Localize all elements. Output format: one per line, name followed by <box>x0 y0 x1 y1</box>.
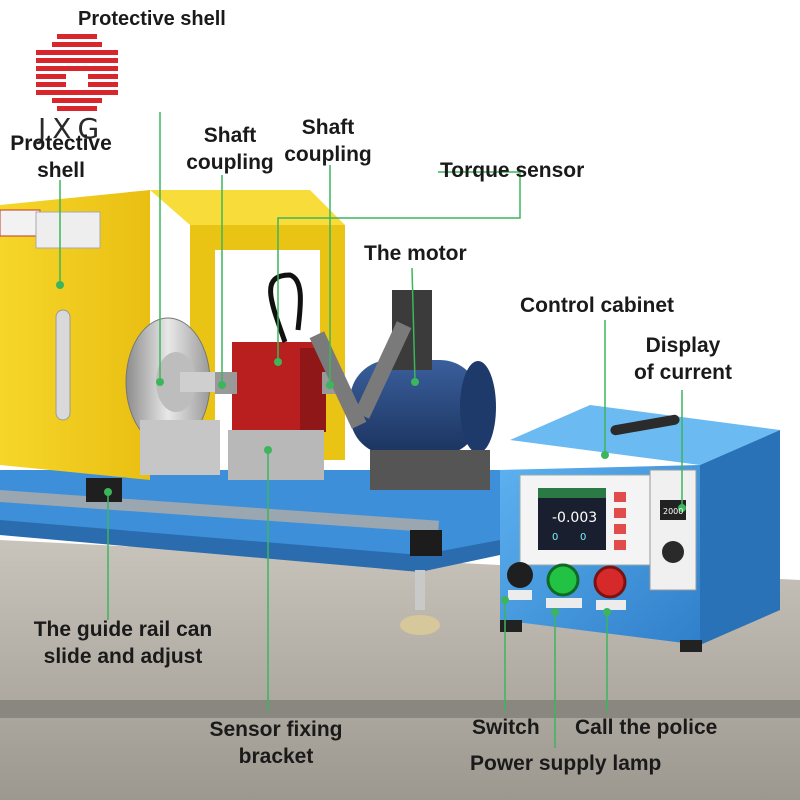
sensor-fixing-bracket <box>228 430 324 480</box>
label-guide-rail: The guide rail can slide and adjust <box>18 616 228 670</box>
base-plate-edge <box>0 520 500 572</box>
label-line: Sensor fixing <box>209 718 343 741</box>
switch-label <box>508 590 532 600</box>
label-torque-sensor: Torque sensor <box>440 159 585 182</box>
label-line: coupling <box>284 143 372 166</box>
leveling-foot-stem <box>415 570 425 610</box>
alarm-light <box>593 565 627 599</box>
label-shaft-coupling-1: Shaft coupling <box>182 122 278 176</box>
label-protective-shell-top: Protective shell <box>78 8 226 30</box>
cabinet-foot-right <box>680 640 702 652</box>
label-power-supply-lamp: Power supply lamp <box>470 752 662 775</box>
label-control-cabinet: Control cabinet <box>520 294 675 317</box>
motor-clamp-arm-2 <box>354 321 412 419</box>
shaft-coupling-left <box>215 372 237 394</box>
label-line: of current <box>633 361 732 384</box>
rail-clamp <box>86 478 122 502</box>
panel-button-4 <box>614 540 626 550</box>
label-display-of-current: Display of current <box>618 332 748 386</box>
panel-button-1 <box>614 492 626 502</box>
rail-end-block <box>410 530 442 556</box>
label-switch: Switch <box>472 716 540 739</box>
label-line: bracket <box>238 745 314 768</box>
label-line: Shaft <box>301 116 355 139</box>
motor-clamp-arm-1 <box>309 331 367 429</box>
label-the-motor: The motor <box>364 242 467 265</box>
label-sensor-bracket: Sensor fixing bracket <box>196 716 356 770</box>
brake-hub <box>156 352 196 412</box>
label-line: The guide rail can <box>33 618 213 641</box>
label-line: slide and adjust <box>43 645 203 668</box>
protective-shell-top <box>150 190 345 225</box>
logo-text: JXG <box>38 112 106 145</box>
cabinet-foot-left <box>500 620 522 632</box>
label-line: coupling <box>186 151 274 174</box>
floor-slot <box>0 700 800 718</box>
alarm-label <box>596 600 626 610</box>
leader-dots <box>56 281 686 616</box>
display-readout-2: 0 <box>552 532 558 543</box>
motor-base <box>370 450 490 490</box>
spec-label <box>35 211 101 249</box>
label-protective-shell-left: Protective shell <box>6 130 116 184</box>
jxg-logo <box>36 34 118 111</box>
shell-handle <box>55 309 71 421</box>
cabinet-handle <box>610 414 680 436</box>
brake-mount <box>140 420 220 475</box>
label-shaft-coupling-2: Shaft coupling <box>280 114 376 168</box>
power-supply-lamp <box>546 563 580 597</box>
display-readout: -0.003 <box>552 510 597 526</box>
sensor-cable <box>268 272 303 343</box>
leveling-foot-pad <box>400 615 440 635</box>
current-screen-readout: 2000 <box>663 507 683 516</box>
current-display-panel <box>649 469 697 591</box>
warning-label <box>0 209 41 237</box>
digital-display-screen <box>538 488 606 550</box>
leader-lines <box>59 112 683 748</box>
display-readout-3: 0 <box>580 532 586 543</box>
panel-button-2 <box>614 508 626 518</box>
power-lamp-label <box>546 598 582 608</box>
label-line: Display <box>645 334 721 357</box>
label-line: shell <box>37 159 85 182</box>
label-line: Shaft <box>203 124 257 147</box>
protective-shell-side <box>0 190 150 480</box>
current-adjust-knob <box>662 541 684 563</box>
control-cabinet-side <box>700 430 780 645</box>
motor-end-cap <box>460 361 496 453</box>
panel-button-3 <box>614 524 626 534</box>
display-header-bar <box>538 488 606 498</box>
switch-knob <box>507 562 533 588</box>
control-cabinet-top <box>510 405 780 465</box>
label-line: Protective <box>10 132 112 155</box>
label-call-the-police: Call the police <box>575 716 718 739</box>
